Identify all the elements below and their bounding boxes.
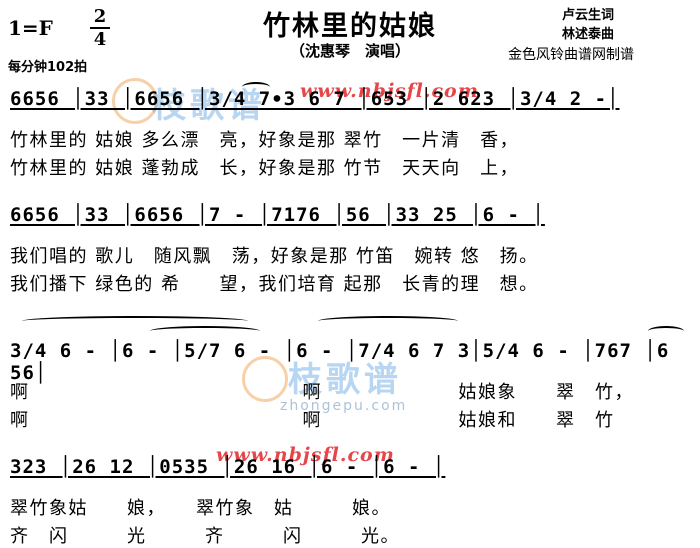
watermark-url-red: www.nbjsfl.com xyxy=(300,80,479,102)
slur xyxy=(318,316,458,326)
slur xyxy=(22,316,248,326)
tempo-marking: 每分钟102拍 xyxy=(8,60,88,75)
watermark-url-red: www.nbjsfl.com xyxy=(216,444,395,466)
performer: （沈惠琴 演唱） xyxy=(289,42,410,60)
lyrics-line-2-verse-1: 我们唱的 歌儿 随风飘 荡，好象是那 竹笛 婉转 悠 扬。 xyxy=(10,246,539,267)
lyrics-line-3-verse-2: 啊 啊 姑娘和 翠 竹 xyxy=(10,410,615,431)
slur xyxy=(648,326,684,336)
time-signature-top: 2 xyxy=(93,6,107,27)
notation-line-2: 6656 │33 │6656 │7 - │7176 │56 │33 25 │6 … xyxy=(10,204,545,226)
slur xyxy=(242,82,270,92)
lyrics-line-1-verse-1: 竹林里的 姑娘 多么漂 亮，好象是那 翠竹 一片清 香， xyxy=(10,130,520,151)
time-signature: 2 4 xyxy=(88,6,112,50)
credits: 卢云生词 林述泰曲 xyxy=(562,6,614,44)
slur xyxy=(150,326,260,336)
watermark-url: zhongepu.com xyxy=(280,398,408,414)
publisher: 金色风铃曲谱网制谱 xyxy=(508,47,634,63)
lyrics-line-4-verse-1: 翠竹象姑 娘， 翠竹象 姑 娘。 xyxy=(10,498,391,519)
watermark-logo-icon xyxy=(242,356,288,402)
notation-line-3: 3/4 6 - │6 - │5/7 6 - │6 - │7/4 6 7 3│5/… xyxy=(10,340,670,384)
lyricist: 卢云生词 xyxy=(562,8,615,23)
notation-line-1: 6656 │33 │6656 │3/4 7∙3 6 7 │653 │2 623 … xyxy=(10,88,620,110)
lyrics-line-4-verse-2: 齐 闪 光 齐 闪 光。 xyxy=(10,526,400,547)
watermark-logo-icon xyxy=(112,78,158,124)
watermark-brand: 枝歌谱 xyxy=(288,360,402,400)
key-signature: 1=F xyxy=(8,16,53,40)
lyrics-line-1-verse-2: 竹林里的 姑娘 蓬勃成 长，好象是那 竹节 天天向 上， xyxy=(10,158,520,179)
notation-line-4: 323 │26 12 │0535 │26 16 │6 - │6 - │ xyxy=(10,456,446,478)
song-title: 竹林里的姑娘 xyxy=(263,11,437,42)
composer: 林述泰曲 xyxy=(562,27,615,42)
lyrics-line-2-verse-2: 我们播下 绿色的 希 望，我们培育 起那 长青的理 想。 xyxy=(10,274,539,295)
watermark-brand: 枝歌谱 xyxy=(152,86,266,126)
lyrics-line-3-verse-1: 啊 啊 姑娘象 翠 竹， xyxy=(10,382,634,403)
time-signature-bottom: 4 xyxy=(93,29,107,50)
